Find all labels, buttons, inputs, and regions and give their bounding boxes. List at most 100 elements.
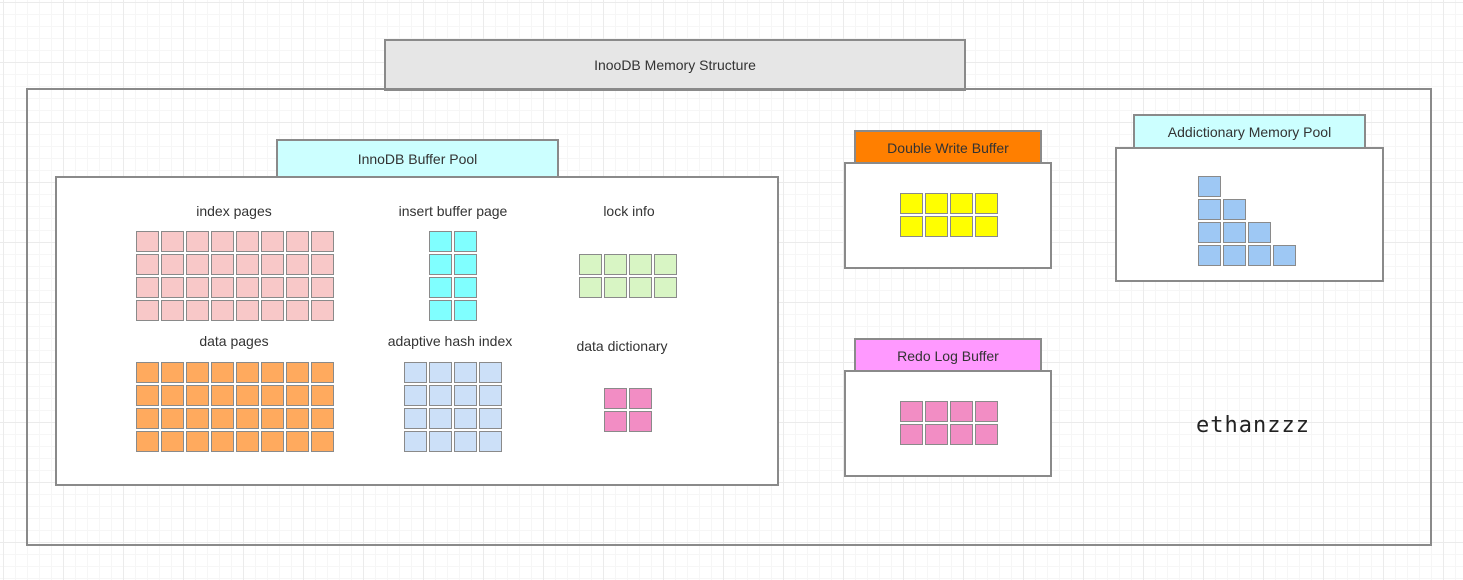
memory-cell	[161, 431, 184, 452]
memory-cell	[429, 277, 452, 298]
memory-cell	[161, 300, 184, 321]
memory-cell	[186, 300, 209, 321]
memory-cell	[311, 231, 334, 252]
memory-cell	[311, 431, 334, 452]
memory-cell	[604, 277, 627, 298]
memory-cell	[236, 300, 259, 321]
memory-cell	[261, 362, 284, 383]
memory-cell	[261, 408, 284, 429]
memory-cell	[429, 300, 452, 321]
memory-cell	[261, 277, 284, 298]
memory-cell	[261, 254, 284, 275]
insert-buffer-grid	[429, 231, 477, 321]
memory-cell	[286, 431, 309, 452]
memory-cell	[479, 431, 502, 452]
double-write-buffer-box	[844, 162, 1052, 269]
memory-cell	[136, 254, 159, 275]
data-pages-label: data pages	[199, 333, 269, 349]
double-write-grid	[900, 193, 998, 237]
memory-cell	[454, 362, 477, 383]
memory-cell	[261, 231, 284, 252]
memory-cell	[604, 388, 627, 409]
memory-cell	[161, 231, 184, 252]
memory-cell	[1273, 245, 1296, 266]
data-pages-grid	[136, 362, 334, 452]
memory-cell	[950, 216, 973, 237]
memory-cell	[404, 431, 427, 452]
memory-cell	[211, 431, 234, 452]
memory-cell	[186, 431, 209, 452]
memory-cell	[161, 254, 184, 275]
memory-cell	[186, 231, 209, 252]
memory-cell	[236, 231, 259, 252]
memory-cell	[429, 231, 452, 252]
memory-cell	[454, 300, 477, 321]
memory-cell	[211, 408, 234, 429]
memory-cell	[286, 385, 309, 406]
memory-cell	[579, 254, 602, 275]
memory-cell	[429, 408, 452, 429]
double-write-buffer-header: Double Write Buffer	[854, 130, 1042, 166]
memory-cell	[925, 193, 948, 214]
memory-cell	[136, 431, 159, 452]
memory-cell	[404, 385, 427, 406]
memory-cell	[604, 411, 627, 432]
memory-cell	[1248, 245, 1271, 266]
memory-cell	[286, 231, 309, 252]
memory-cell	[236, 408, 259, 429]
memory-cell	[1198, 199, 1221, 220]
memory-cell	[975, 193, 998, 214]
lock-info-label: lock info	[603, 203, 655, 219]
memory-cell	[900, 424, 923, 445]
memory-cell	[429, 385, 452, 406]
memory-cell	[161, 408, 184, 429]
memory-structure-title: InooDB Memory Structure	[384, 39, 966, 91]
memory-cell	[211, 300, 234, 321]
memory-cell	[429, 254, 452, 275]
memory-cell	[604, 254, 627, 275]
memory-cell	[186, 362, 209, 383]
memory-cell	[311, 362, 334, 383]
index-pages-label: index pages	[196, 203, 272, 219]
memory-cell	[950, 401, 973, 422]
memory-cell	[186, 254, 209, 275]
memory-cell	[429, 431, 452, 452]
memory-cell	[136, 362, 159, 383]
memory-cell	[654, 277, 677, 298]
memory-cell	[1198, 245, 1221, 266]
memory-cell	[286, 254, 309, 275]
memory-cell	[654, 254, 677, 275]
memory-cell	[236, 254, 259, 275]
memory-cell	[950, 193, 973, 214]
memory-cell	[211, 254, 234, 275]
memory-cell	[925, 401, 948, 422]
memory-cell	[629, 411, 652, 432]
memory-cell	[186, 385, 209, 406]
memory-cell	[261, 431, 284, 452]
memory-cell	[975, 216, 998, 237]
memory-cell	[236, 277, 259, 298]
memory-cell	[900, 216, 923, 237]
memory-cell	[454, 408, 477, 429]
memory-cell	[404, 362, 427, 383]
memory-cell	[211, 277, 234, 298]
memory-cell	[261, 385, 284, 406]
memory-cell	[1198, 176, 1221, 197]
memory-cell	[136, 231, 159, 252]
memory-cell	[186, 408, 209, 429]
memory-cell	[236, 362, 259, 383]
memory-cell	[479, 385, 502, 406]
memory-cell	[136, 300, 159, 321]
memory-cell	[311, 408, 334, 429]
memory-cell	[629, 277, 652, 298]
memory-cell	[286, 408, 309, 429]
memory-cell	[479, 408, 502, 429]
memory-structure-container	[26, 88, 1432, 546]
index-pages-grid	[136, 231, 334, 321]
memory-cell	[629, 388, 652, 409]
redo-log-buffer-header: Redo Log Buffer	[854, 338, 1042, 374]
memory-cell	[161, 362, 184, 383]
data-dictionary-label: data dictionary	[576, 338, 668, 354]
memory-cell	[311, 385, 334, 406]
memory-cell	[454, 254, 477, 275]
